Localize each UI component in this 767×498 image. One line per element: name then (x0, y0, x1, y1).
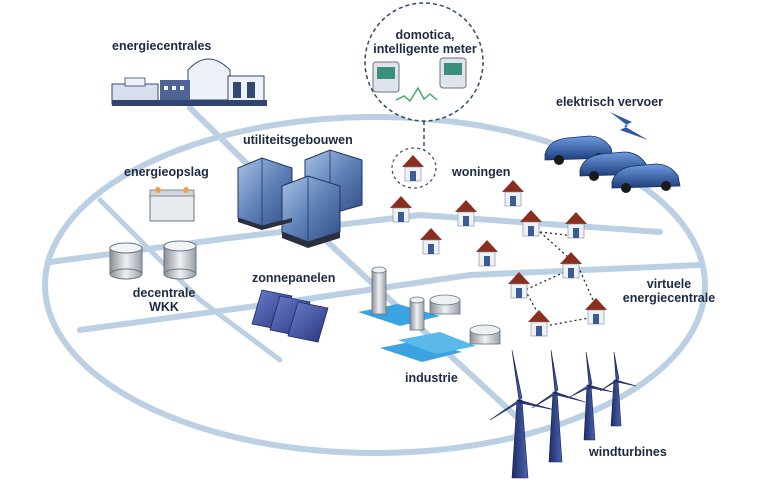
label-domotica: domotica, intelligente meter (364, 28, 486, 56)
grid-road-main (187, 105, 523, 423)
label-virtuele-line2: energiecentrale (622, 291, 716, 305)
house-icon (585, 298, 607, 325)
houses (390, 155, 607, 337)
label-energieopslag: energieopslag (124, 165, 209, 179)
label-domotica-line2: intelligente meter (373, 42, 477, 56)
label-domotica-line1: domotica, (395, 28, 455, 42)
house-icon (402, 155, 424, 182)
label-utiliteitsgebouwen: utiliteitsgebouwen (243, 133, 353, 147)
storage-tank-icon (109, 240, 197, 280)
label-elektrisch-vervoer: elektrisch vervoer (556, 95, 664, 109)
grid-road-left (97, 197, 283, 363)
label-decentrale-wkk: decentrale WKK (124, 286, 204, 314)
label-virtuele-line1: virtuele (646, 277, 692, 291)
label-industrie: industrie (405, 371, 458, 385)
power-plant-icon (111, 58, 267, 106)
grid-ring (42, 114, 708, 456)
house-icon (420, 228, 442, 255)
label-woningen: woningen (452, 165, 511, 179)
house-icon (508, 272, 530, 299)
label-zonnepanelen: zonnepanelen (252, 271, 336, 285)
wind-turbine-icon (489, 349, 637, 479)
factory-icon (358, 266, 501, 362)
label-virtuele-energiecentrale: virtuele energiecentrale (614, 277, 724, 305)
label-energiecentrales: energiecentrales (112, 39, 212, 53)
meter-house-ring (391, 147, 437, 189)
house-icon (455, 200, 477, 227)
house-icon (520, 210, 542, 237)
office-building-icon (237, 149, 363, 248)
house-icon (476, 240, 498, 267)
house-icon (502, 180, 524, 207)
house-icon (565, 212, 587, 239)
house-icon (560, 252, 582, 279)
smart-meter-bubble (364, 2, 484, 150)
battery-icon (149, 187, 195, 222)
electric-car-icon (544, 135, 681, 193)
solar-panel-icon (251, 289, 329, 343)
lightning-bolt-icon (610, 112, 648, 140)
label-windturbines: windturbines (589, 445, 667, 459)
label-decentrale-line1: decentrale (132, 286, 196, 300)
smart-meter-icon (372, 57, 467, 103)
house-icon (528, 310, 550, 337)
house-icon (390, 196, 412, 223)
label-decentrale-line2: WKK (149, 300, 179, 314)
